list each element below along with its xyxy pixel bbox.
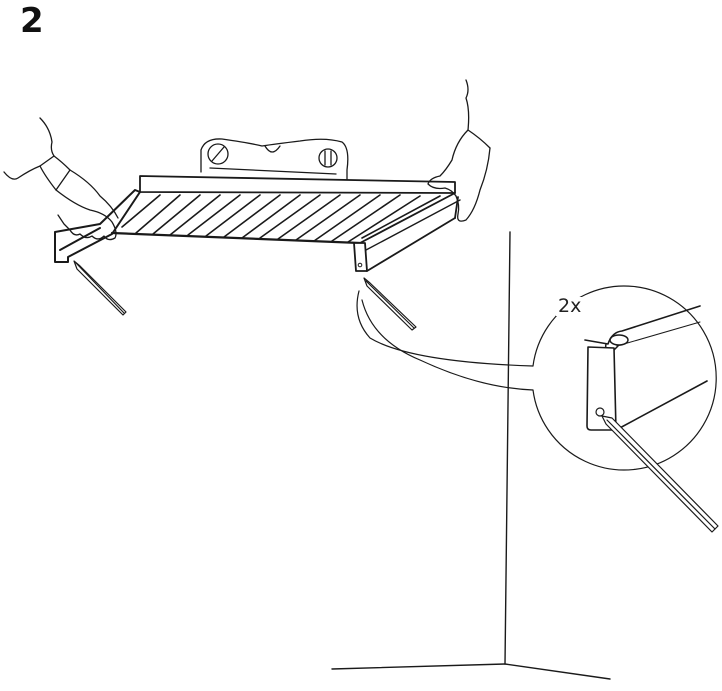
wall-corner bbox=[331, 231, 611, 680]
right-hand bbox=[427, 79, 491, 222]
pencil-detail-icon bbox=[601, 415, 719, 533]
pencil-left-icon bbox=[73, 260, 127, 316]
detail-magnifier bbox=[532, 285, 717, 471]
spirit-level bbox=[200, 138, 349, 181]
pencil-right-icon bbox=[363, 277, 417, 331]
quantity-label: 2x bbox=[556, 295, 584, 317]
left-bracket bbox=[54, 189, 141, 263]
slatted-shelf bbox=[110, 175, 461, 251]
right-bracket bbox=[353, 196, 459, 272]
step-number: 2 bbox=[20, 1, 44, 41]
detail-callout-connector bbox=[356, 290, 534, 391]
left-hand bbox=[3, 117, 119, 241]
